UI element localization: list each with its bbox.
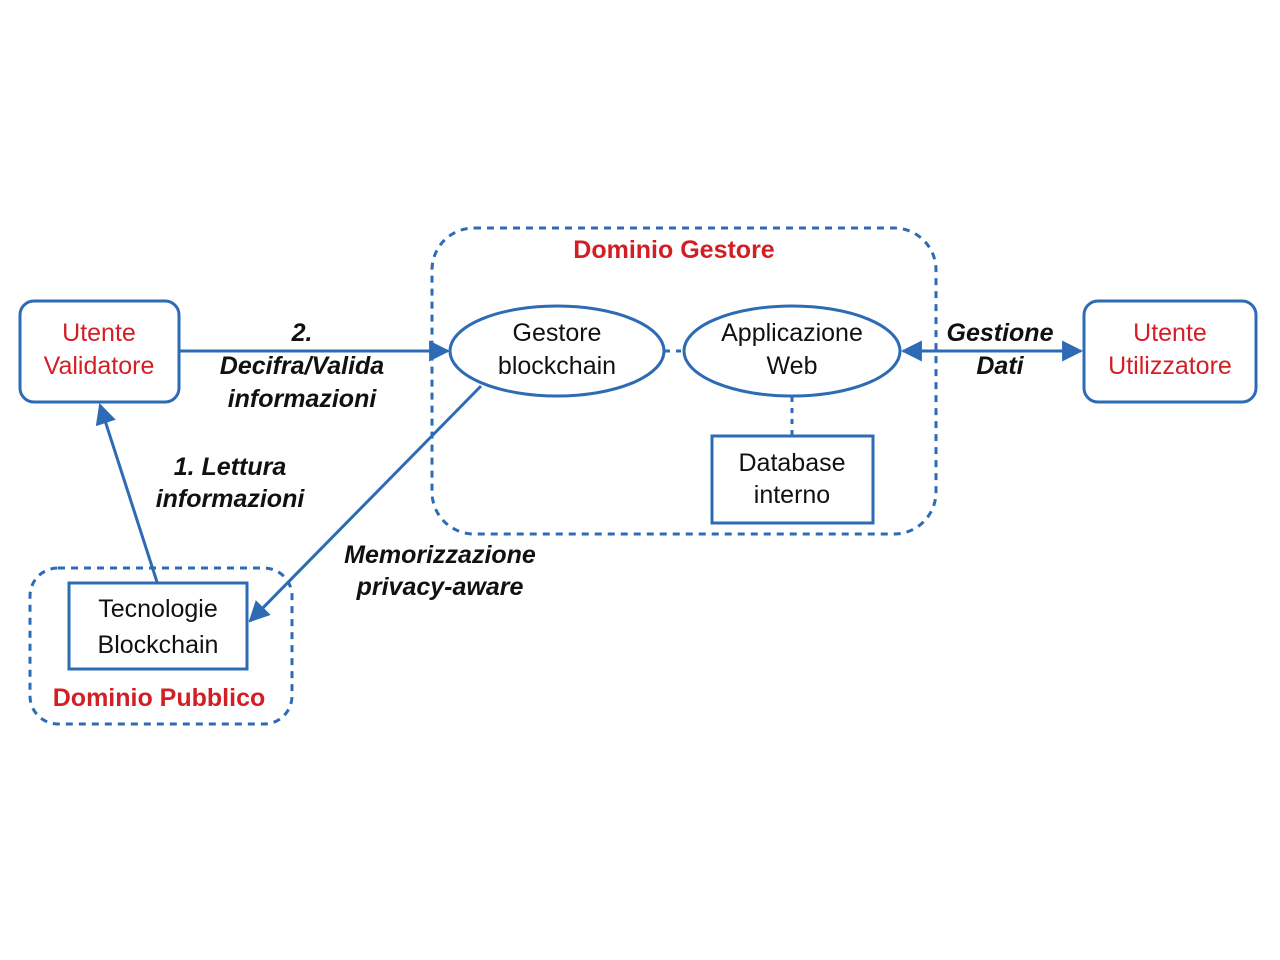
utente-utilizzatore-line1: Utente (1133, 319, 1207, 347)
database-interno-box (710, 434, 875, 525)
dominio-pubblico-container (28, 566, 294, 726)
utente-validatore-line1: Utente (62, 319, 136, 347)
tecnologie-blockchain-line2: Blockchain (98, 631, 219, 659)
applicazione-web-line2: Web (767, 352, 818, 380)
tecnologie-blockchain-line1: Tecnologie (98, 595, 218, 623)
gestione-label-line2: Dati (976, 352, 1024, 380)
applicazione-web-line1: Applicazione (721, 319, 863, 347)
dominio-pubblico-label: Dominio Pubblico (53, 684, 266, 712)
gestore-blockchain-line2: blockchain (498, 352, 616, 380)
database-interno-line1: Database (738, 449, 845, 477)
utente-utilizzatore-box (1082, 299, 1258, 404)
utente-validatore-line2: Validatore (44, 352, 155, 380)
dominio-gestore-label: Dominio Gestore (573, 236, 775, 264)
memorizzazione-label-line1: Memorizzazione (344, 541, 536, 569)
utente-utilizzatore-line2: Utilizzatore (1108, 352, 1232, 380)
gestione-label-line1: Gestione (947, 319, 1054, 347)
database-interno-line2: interno (754, 481, 830, 509)
dominio-gestore-container (430, 226, 938, 536)
applicazione-web-node (682, 304, 902, 398)
decifra-label-line3: informazioni (228, 385, 378, 413)
arrow-memorizzazione (248, 384, 483, 623)
lettura-label-line1: 1. Lettura (174, 453, 287, 481)
memorizzazione-label-line2: privacy-aware (356, 573, 524, 601)
gestore-blockchain-line1: Gestore (513, 319, 602, 347)
decifra-label-line2: Decifra/Valida (220, 352, 385, 380)
arrow-lettura (95, 403, 159, 583)
decifra-label-line1: 2. (291, 319, 313, 347)
tecnologie-blockchain-box (67, 581, 249, 671)
lettura-label-line2: informazioni (156, 485, 306, 513)
